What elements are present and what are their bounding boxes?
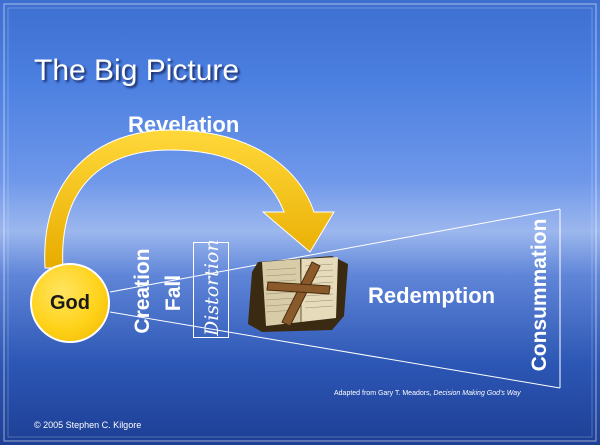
credit-prefix: Adapted from Gary T. Meadors, (334, 390, 434, 397)
copyright-note: © 2005 Stephen C. Kilgore (34, 420, 142, 430)
credit-book-title: Decision Making God's Way (433, 390, 521, 397)
page-title: The Big Picture (34, 54, 240, 87)
credit-note: Adapted from Gary T. Meadors, Decision M… (334, 390, 521, 397)
redemption-label: Redemption (368, 283, 496, 308)
expanding-line-top (109, 208, 561, 293)
revelation-arrow (44, 129, 335, 269)
consummation-label: Consummation (528, 218, 551, 372)
god-circle: God (30, 263, 110, 343)
expanding-line-bottom (109, 311, 561, 389)
creation-label: Creation (131, 248, 154, 334)
distortion-label: Distortion (201, 239, 223, 336)
god-label: God (50, 292, 90, 314)
bible-with-cross-icon (248, 256, 348, 332)
fall-label: Fall (162, 274, 185, 312)
distortion-box (193, 242, 229, 338)
